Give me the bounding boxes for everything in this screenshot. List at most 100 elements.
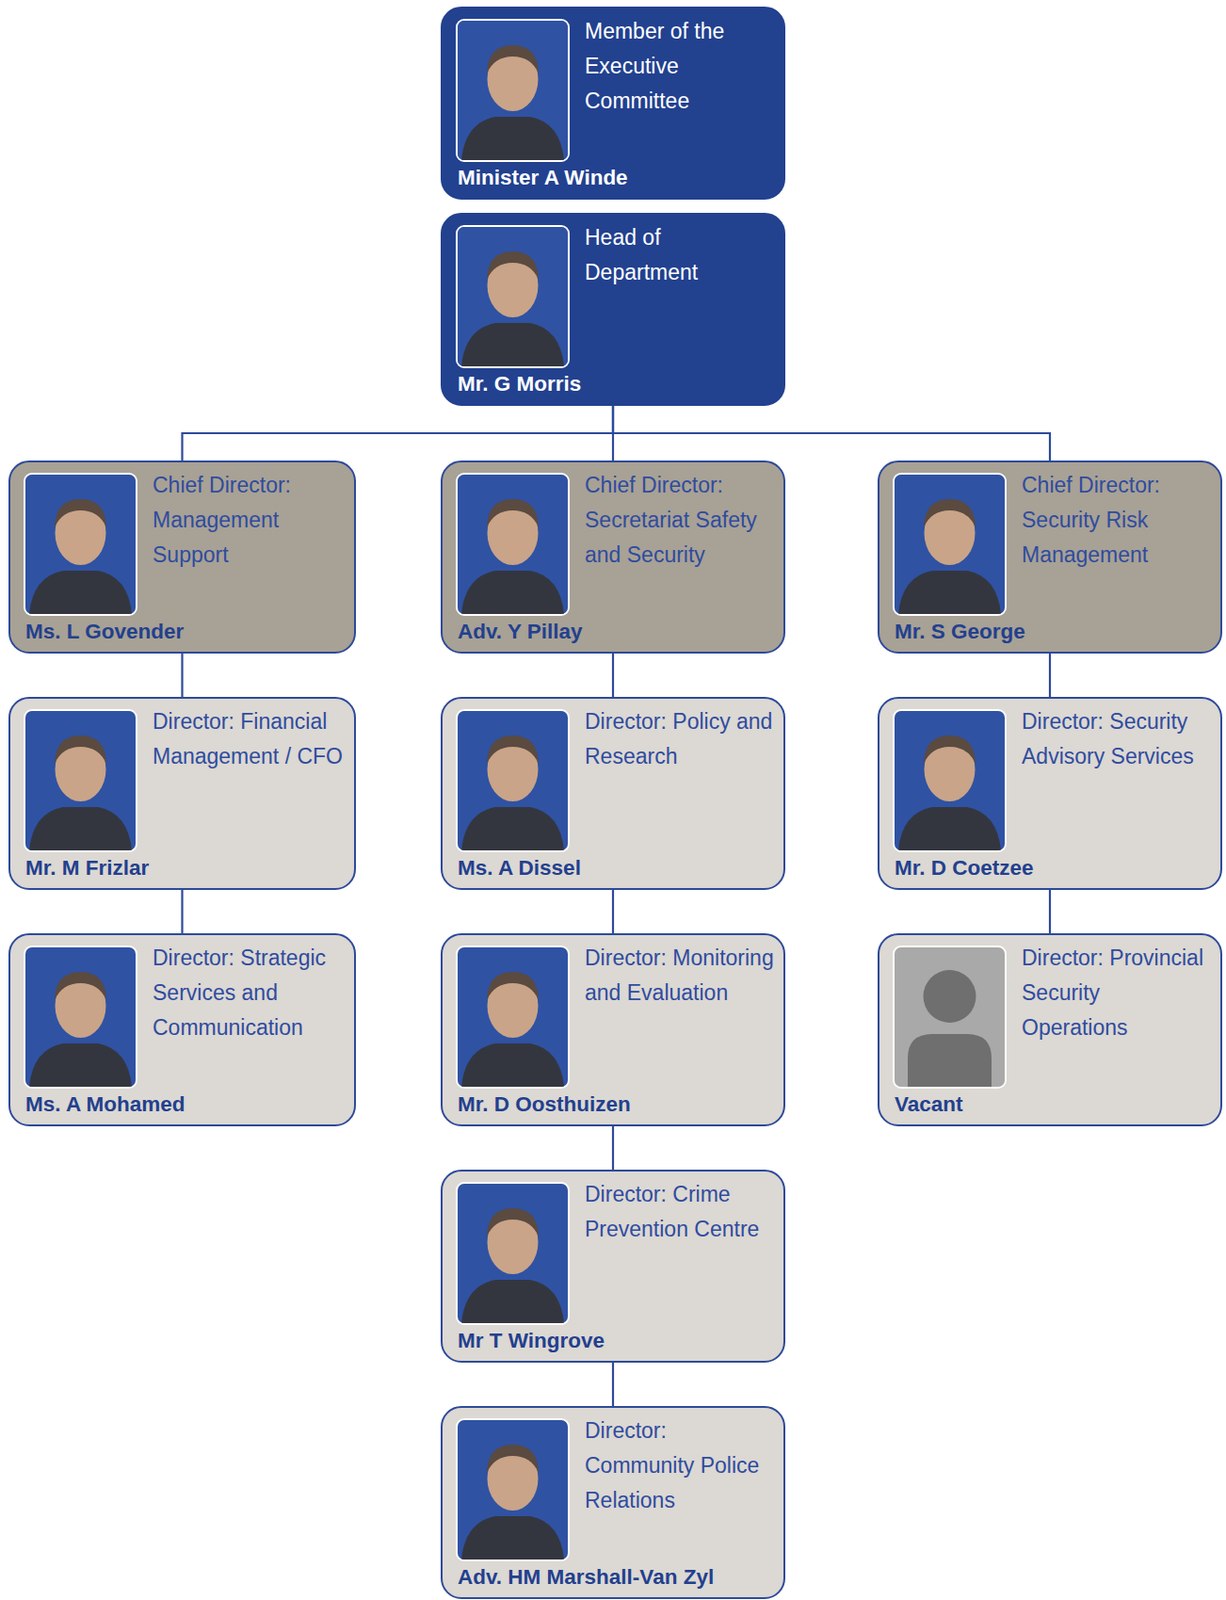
portrait-photo [455, 1181, 570, 1325]
reporting-line [612, 1362, 614, 1406]
position-title: Director: Strategic Services and Communi… [152, 940, 345, 1089]
portrait-body [461, 570, 565, 614]
executive-box: Member of the Executive CommitteeMiniste… [440, 6, 786, 200]
executive-box: Head of DepartmentMr. G Morris [440, 212, 786, 406]
portrait-body [461, 116, 565, 161]
box-header: Chief Director: Management Support [10, 462, 355, 616]
director-box: Director: Community Police RelationsAdv.… [440, 1405, 786, 1599]
director-box: Director: Policy and ResearchMs. A Disse… [440, 696, 786, 890]
portrait-illustration [25, 474, 136, 614]
portrait-hair [486, 1208, 539, 1237]
position-title: Chief Director: Security Risk Management [1021, 467, 1211, 616]
portrait-illustration [894, 474, 1005, 614]
reporting-line [1048, 889, 1051, 934]
portrait-hair [54, 499, 107, 528]
portrait-illustration [457, 20, 568, 161]
reporting-line [182, 405, 614, 461]
position-title: Director: Crime Prevention Centre [584, 1177, 775, 1325]
reporting-line [1048, 653, 1051, 697]
portrait-illustration [25, 947, 136, 1087]
person-name: Mr T Wingrove [442, 1324, 784, 1361]
portrait-illustration [457, 226, 568, 367]
portrait-photo [455, 472, 570, 616]
box-header: Director: Security Advisory Services [879, 698, 1221, 853]
portrait-hair [486, 499, 539, 528]
person-name: Ms. A Dissel [442, 852, 784, 888]
box-header: Head of Department [442, 214, 784, 369]
portrait-hair [923, 735, 976, 764]
box-header: Director: Strategic Services and Communi… [10, 935, 355, 1089]
portrait-body [461, 322, 565, 367]
portrait-hair [486, 251, 539, 280]
portrait-hair [486, 735, 539, 764]
portrait-body [29, 806, 132, 851]
position-title: Director: Policy and Research [584, 704, 775, 853]
position-title: Director: Monitoring and Evaluation [584, 940, 775, 1089]
portrait-ground [894, 710, 1005, 851]
box-header: Director: Policy and Research [442, 698, 784, 853]
person-name: Mr. G Morris [442, 368, 784, 404]
portrait-photo [23, 945, 138, 1089]
box-header: Director: Monitoring and Evaluation [442, 935, 784, 1089]
portrait-hair [486, 971, 539, 1001]
portrait-body [898, 570, 1001, 614]
portrait-body [461, 1279, 565, 1323]
box-header: Director: Community Police Relations [442, 1407, 784, 1562]
portrait-ground [894, 947, 1005, 1087]
box-header: Chief Director: Secretariat Safety and S… [442, 462, 784, 616]
director-box: Director: Crime Prevention CentreMr T Wi… [440, 1169, 786, 1363]
reporting-line [180, 889, 183, 934]
portrait-photo [455, 1418, 570, 1562]
portrait-illustration [894, 710, 1005, 851]
silhouette-head [923, 969, 977, 1023]
portrait-photo [23, 709, 138, 853]
reporting-line [613, 405, 1050, 461]
portrait-ground [457, 710, 568, 851]
portrait-illustration [894, 947, 1005, 1087]
portrait-ground [457, 226, 568, 367]
chief-director-box: Chief Director: Management SupportMs. L … [8, 460, 356, 654]
portrait-hair [54, 971, 107, 1001]
portrait-illustration [25, 710, 136, 851]
portrait-hair [923, 499, 976, 528]
box-header: Member of the Executive Committee [442, 8, 784, 162]
portrait-ground [457, 474, 568, 614]
position-title: Director: Security Advisory Services [1021, 704, 1211, 853]
person-name: Mr. D Oosthuizen [442, 1088, 784, 1125]
director-box: Director: Financial Management / CFOMr. … [8, 696, 356, 890]
box-header: Director: Crime Prevention Centre [442, 1171, 784, 1325]
director-box: Director: Provincial Security Operations… [877, 933, 1223, 1127]
portrait-photo [892, 709, 1007, 853]
portrait-photo [455, 225, 570, 369]
person-name: Vacant [879, 1088, 1221, 1125]
position-title: Director: Provincial Security Operations [1021, 940, 1211, 1089]
box-header: Chief Director: Security Risk Management [879, 462, 1221, 616]
person-name: Mr. M Frizlar [10, 852, 355, 888]
portrait-ground [894, 474, 1005, 614]
person-name: Ms. A Mohamed [10, 1088, 355, 1125]
position-title: Director: Financial Management / CFO [152, 704, 345, 853]
position-title: Member of the Executive Committee [584, 14, 775, 162]
portrait-ground [457, 1419, 568, 1560]
portrait-illustration [457, 947, 568, 1087]
position-title: Chief Director: Management Support [152, 467, 345, 616]
portrait-hair [54, 735, 107, 764]
portrait-body [461, 1043, 565, 1087]
silhouette-body [907, 1033, 992, 1087]
reporting-line [180, 653, 183, 697]
portrait-photo [455, 709, 570, 853]
portrait-hair [486, 45, 539, 74]
director-box: Director: Monitoring and EvaluationMr. D… [440, 933, 786, 1127]
box-header: Director: Financial Management / CFO [10, 698, 355, 853]
person-name: Minister A Winde [442, 161, 784, 198]
person-name: Mr. S George [879, 615, 1221, 652]
portrait-ground [25, 710, 136, 851]
portrait-illustration [457, 710, 568, 851]
portrait-ground [457, 947, 568, 1087]
portrait-ground [25, 474, 136, 614]
person-name: Adv. Y Pillay [442, 615, 784, 652]
person-name: Mr. D Coetzee [879, 852, 1221, 888]
portrait-photo [23, 472, 138, 616]
portrait-illustration [457, 474, 568, 614]
position-title: Chief Director: Secretariat Safety and S… [584, 467, 775, 616]
